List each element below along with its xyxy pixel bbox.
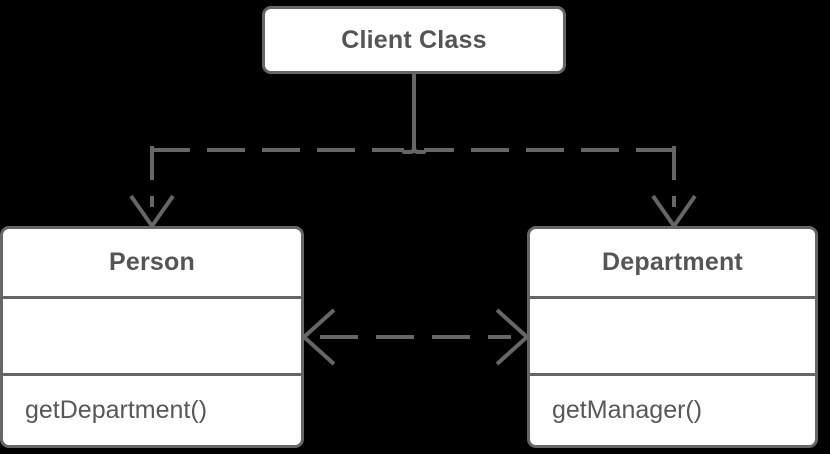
class-title-person: Person bbox=[109, 248, 195, 276]
class-box-department[interactable]: Department getManager() bbox=[527, 226, 818, 448]
arrowhead-toward-person-icon bbox=[301, 308, 336, 366]
class-methods-compartment-department: getManager() bbox=[530, 376, 815, 445]
branch-junction bbox=[402, 138, 416, 154]
class-method-department-get-manager: getManager() bbox=[552, 396, 703, 424]
arrowhead-client-department-icon bbox=[651, 194, 697, 230]
class-box-client[interactable]: Client Class bbox=[262, 6, 566, 74]
class-attributes-compartment-department bbox=[530, 299, 815, 376]
class-method-person-get-department: getDepartment() bbox=[25, 396, 208, 424]
class-title-department: Department bbox=[602, 248, 743, 276]
class-box-person[interactable]: Person getDepartment() bbox=[0, 226, 304, 448]
arrowhead-client-person-icon bbox=[129, 194, 175, 230]
class-title-compartment-person: Person bbox=[3, 229, 301, 299]
class-methods-compartment-person: getDepartment() bbox=[3, 376, 301, 445]
class-title-compartment-department: Department bbox=[530, 229, 815, 299]
class-attributes-compartment-person bbox=[3, 299, 301, 376]
class-title-client: Client Class bbox=[341, 25, 487, 54]
arrowhead-toward-department-icon bbox=[495, 308, 530, 366]
branch-junction-mirror bbox=[412, 138, 426, 154]
